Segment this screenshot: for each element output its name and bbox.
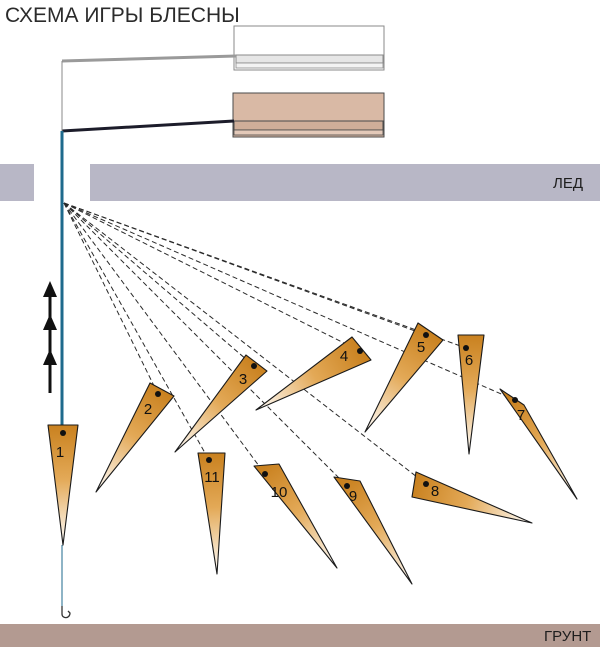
rod-lower [61,92,385,138]
lure-number-9: 9 [349,488,357,505]
lure-number-11: 11 [204,469,220,486]
lure-3: 3 [174,354,268,453]
lure-6: 6 [457,334,485,455]
lure-number-10: 10 [271,484,288,501]
ice-layer [0,164,600,201]
arrow-up-icon [43,349,57,393]
lure-eyelet-3 [251,363,257,369]
lure-number-4: 4 [340,348,348,365]
ground-label: ГРУНТ [544,628,591,645]
lure-number-3: 3 [239,371,247,388]
trajectory-line-2 [63,202,159,395]
lure-body-5 [364,322,444,433]
lure-eyelet-10 [262,471,268,477]
trajectory-line-8 [63,202,427,485]
lure-eyelet-9 [344,483,350,489]
upward-arrows [43,281,57,393]
fishing-line [60,131,71,619]
lures: 1 2 3 4 5 6 7 8 9 10 11 [47,322,578,585]
lure-2: 2 [95,382,175,493]
lure-4: 4 [255,336,372,411]
lure-eyelet-8 [423,481,429,487]
lure-number-1: 1 [56,444,64,461]
lure-body-8 [411,471,533,524]
trajectory-line-10 [63,202,266,475]
lure-body-3 [174,354,268,453]
lure-eyelet-4 [357,348,363,354]
lure-body-2 [95,382,175,493]
trajectory-lines [63,202,516,487]
lure-eyelet-2 [155,391,161,397]
lure-body-9 [333,476,413,585]
lure-body-4 [255,336,372,411]
lure-body-10 [253,463,338,569]
lure-10: 10 [253,463,338,569]
lure-11: 11 [197,452,226,575]
lure-body-7 [499,388,578,500]
trajectory-line-6 [63,202,467,349]
lure-5: 5 [364,322,444,433]
lure-body-6 [457,334,485,455]
trajectory-line-4 [63,202,361,352]
lure-body-11 [197,452,226,575]
rod-upper [61,25,385,71]
trajectory-line-11 [63,202,210,461]
ice-label: ЛЕД [553,175,583,192]
trajectory-line-7 [63,202,516,401]
lure-1: 1 [47,424,79,546]
lure-eyelet-1 [60,430,66,436]
lure-8: 8 [411,471,533,524]
lure-eyelet-7 [512,397,518,403]
lure-body-1 [47,424,79,546]
lure-7: 7 [499,388,578,500]
lure-9: 9 [333,476,413,585]
ground-layer [0,624,600,647]
lure-number-2: 2 [144,401,152,418]
trajectory-line-3 [63,202,255,367]
lure-number-5: 5 [417,339,425,356]
trajectory-line-9 [63,202,348,487]
lure-eyelet-11 [206,457,212,463]
lure-eyelet-6 [463,345,469,351]
lure-number-6: 6 [465,352,473,369]
diagram-title: СХЕМА ИГРЫ БЛЕСНЫ [5,4,240,27]
lure-number-7: 7 [517,407,525,424]
lure-eyelet-5 [423,332,429,338]
lure-number-8: 8 [431,483,439,500]
